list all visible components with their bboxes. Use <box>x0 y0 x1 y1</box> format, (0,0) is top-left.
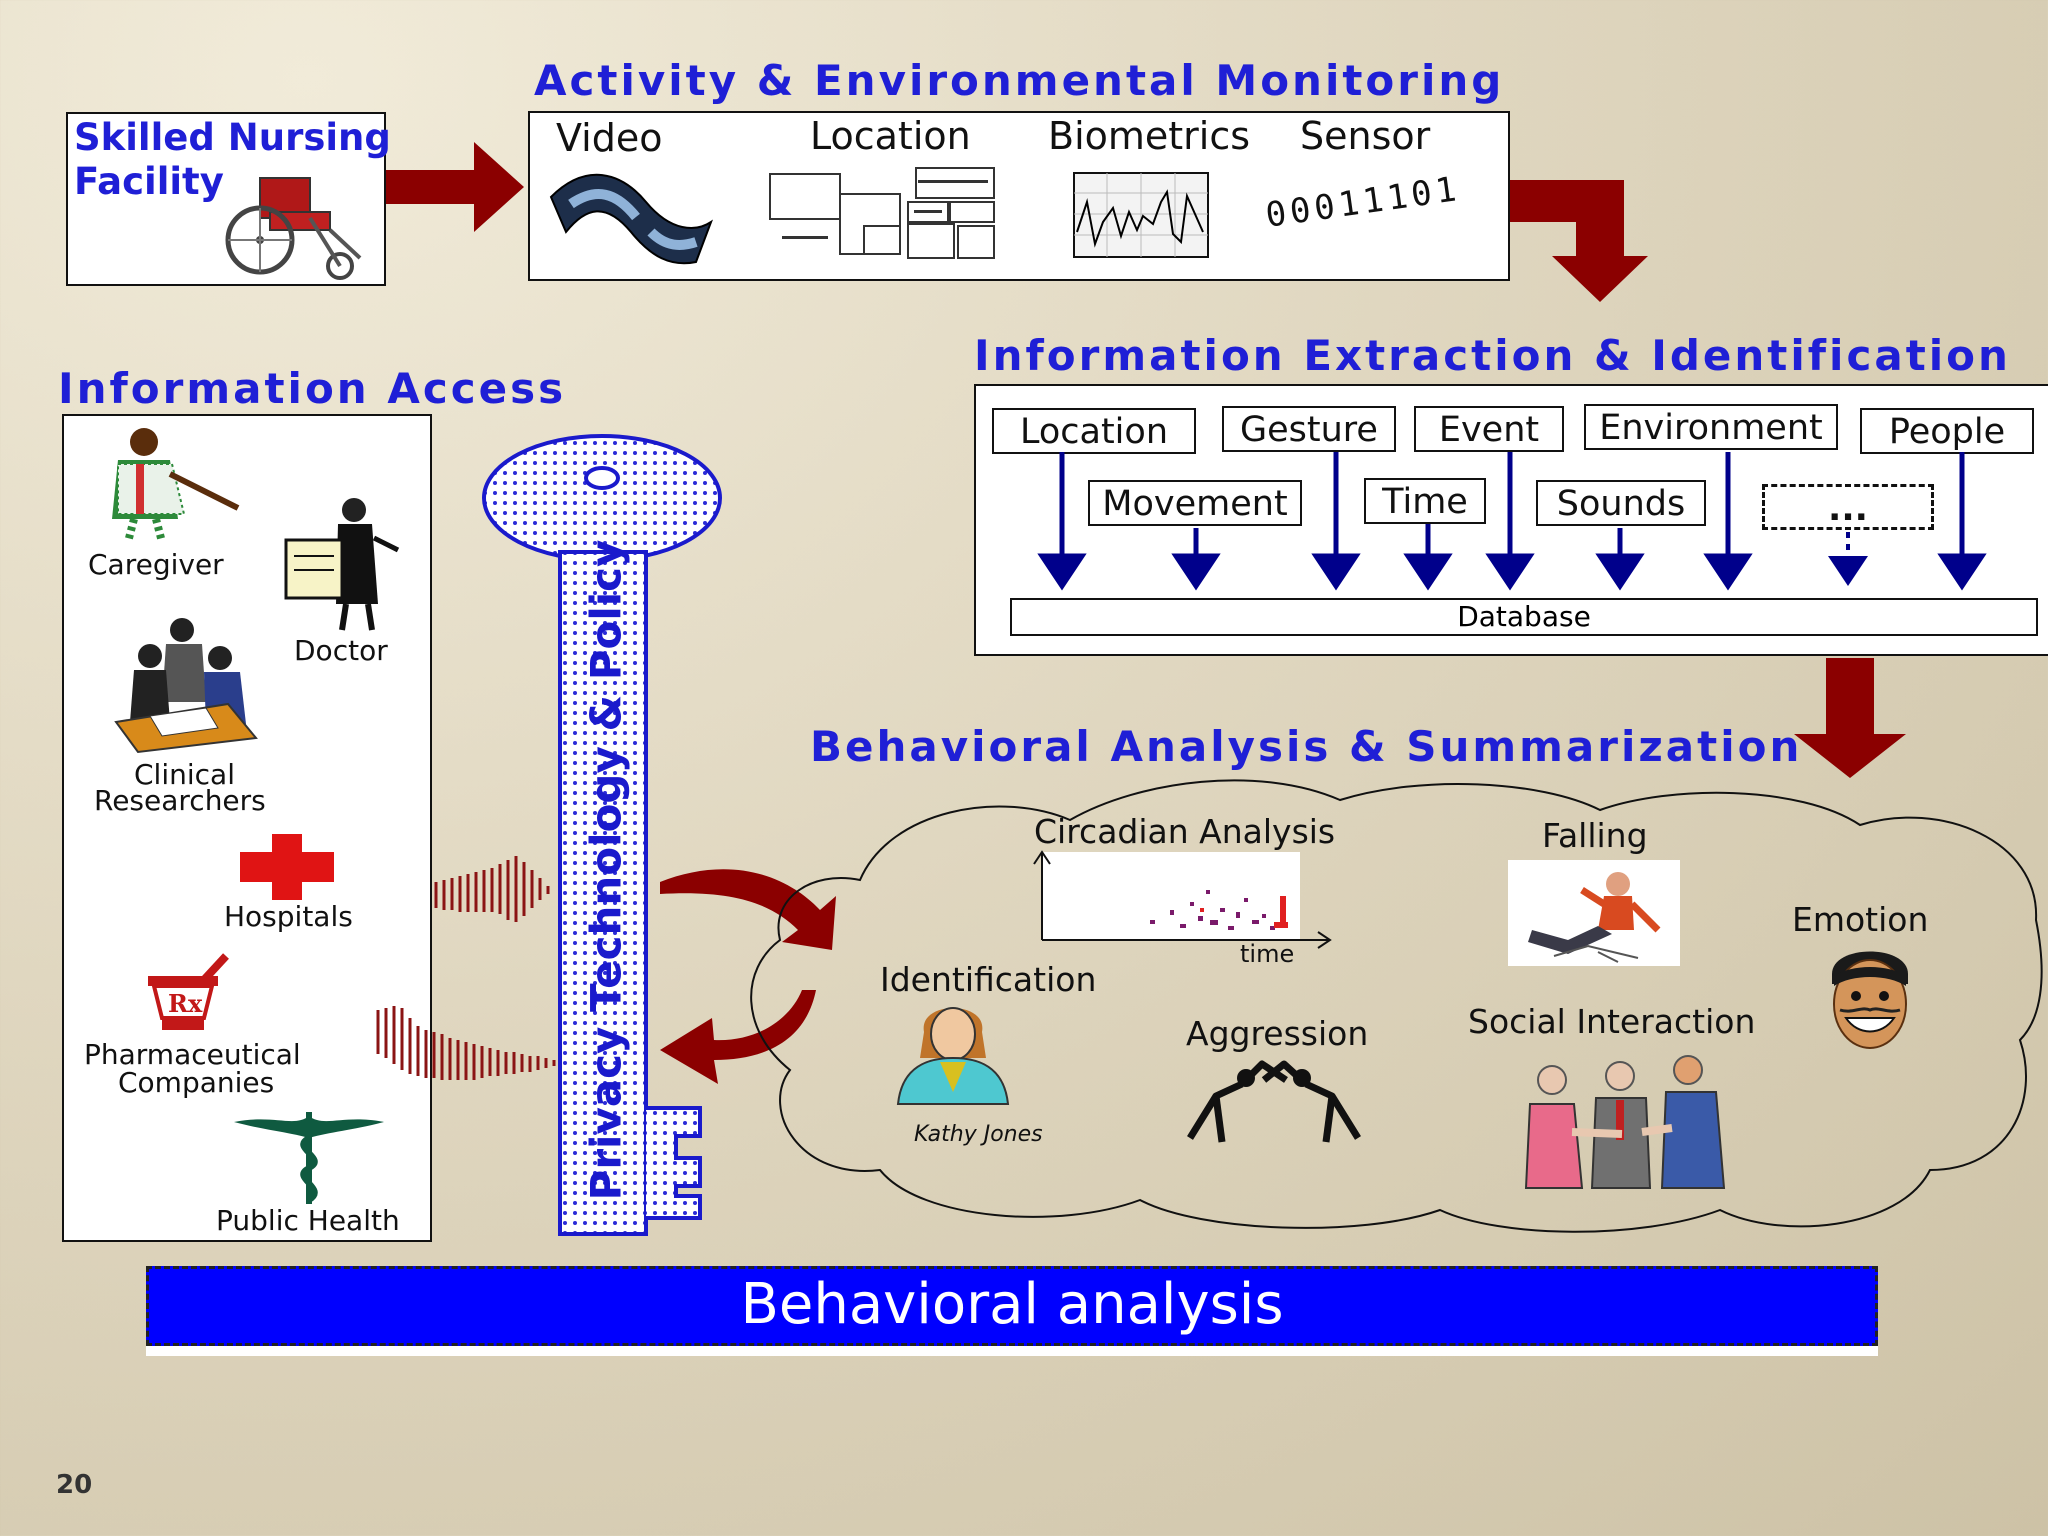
access-item-public-health: Public Health <box>216 1204 400 1237</box>
access-item-companies: Companies <box>118 1066 275 1099</box>
privacy-key-icon <box>482 434 722 1236</box>
slide-number: 20 <box>56 1470 93 1500</box>
mortar-pestle-rx-icon: Rx <box>148 953 229 1030</box>
curved-arrow-to-cloud <box>660 869 836 950</box>
extraction-item-gesture: Gesture <box>1222 406 1396 452</box>
analysis-cloud <box>750 779 2043 1233</box>
doctor-icon <box>284 498 400 631</box>
access-item-hospitals: Hospitals <box>224 900 353 933</box>
arrow-monitoring-to-extraction <box>1510 180 1648 302</box>
circadian-chart <box>1033 850 1332 949</box>
arrow-extraction-to-behavioral <box>1794 658 1906 778</box>
social-interaction-label: Social Interaction <box>1468 1002 1756 1041</box>
access-item-doctor: Doctor <box>294 634 388 667</box>
falling-label: Falling <box>1542 816 1648 855</box>
extraction-title: Information Extraction & Identification <box>974 331 2011 380</box>
person-id-icon <box>896 1007 1010 1105</box>
extraction-item-environment: Environment <box>1584 404 1838 450</box>
monitoring-item-biometrics: Biometrics <box>1048 114 1251 158</box>
extraction-item-movement: Movement <box>1088 480 1302 526</box>
extraction-item-event: Event <box>1414 406 1564 452</box>
striped-arrow-to-key <box>434 856 550 922</box>
caduceus-icon <box>234 1112 384 1204</box>
striped-arrow-to-access <box>376 1006 556 1080</box>
curved-arrow-to-key <box>660 990 816 1084</box>
monitoring-item-video: Video <box>556 116 663 160</box>
facility-label: Skilled Nursing Facility <box>74 116 391 203</box>
behavioral-analysis-banner: Behavioral analysis <box>146 1266 1878 1346</box>
monitoring-title: Activity & Environmental Monitoring <box>534 56 1505 105</box>
social-interaction-icon <box>1524 1055 1726 1189</box>
circadian-time-axis: time <box>1240 940 1295 968</box>
extraction-item-people: People <box>1860 408 2034 454</box>
film-strip-icon <box>549 173 714 265</box>
monitoring-item-sensor: Sensor <box>1300 114 1431 158</box>
extraction-down-arrows <box>1037 452 1987 591</box>
extraction-item-time: Time <box>1364 478 1486 524</box>
arrow-facility-to-monitoring <box>386 142 524 232</box>
svg-text:Rx: Rx <box>168 989 203 1018</box>
person-name-label: Kathy Jones <box>914 1122 1043 1147</box>
privacy-key-label: Privacy Technology & Policy <box>581 539 631 1201</box>
banner-shadow <box>146 1346 1878 1356</box>
extraction-item-sounds: Sounds <box>1536 480 1706 526</box>
falling-person-icon <box>1508 860 1680 966</box>
extraction-item-more: ... <box>1762 484 1934 530</box>
caregiver-icon <box>112 428 240 544</box>
aggression-label: Aggression <box>1186 1014 1369 1053</box>
identification-label: Identification <box>880 960 1097 999</box>
database-bar: Database <box>1010 598 2038 636</box>
behavioral-title: Behavioral Analysis & Summarization <box>810 722 1803 771</box>
floor-plan-icon <box>769 167 995 259</box>
hospital-cross-icon <box>240 834 334 900</box>
emotion-label: Emotion <box>1792 900 1929 939</box>
extraction-item-location: Location <box>992 408 1196 454</box>
biometrics-graph-icon <box>1073 172 1209 258</box>
emotion-face-icon <box>1832 951 1908 1049</box>
clinical-researchers-icon <box>114 618 258 754</box>
access-item-researchers: Researchers <box>94 784 266 817</box>
access-item-clinical: Clinical <box>134 758 235 791</box>
aggression-figures-icon <box>1187 1060 1361 1143</box>
monitoring-item-location: Location <box>810 114 971 158</box>
access-title: Information Access <box>58 364 567 413</box>
access-item-pharmaceutical: Pharmaceutical <box>84 1038 301 1071</box>
access-item-caregiver: Caregiver <box>88 548 224 581</box>
circadian-label: Circadian Analysis <box>1034 812 1336 851</box>
wheelchair-icon <box>225 177 362 280</box>
